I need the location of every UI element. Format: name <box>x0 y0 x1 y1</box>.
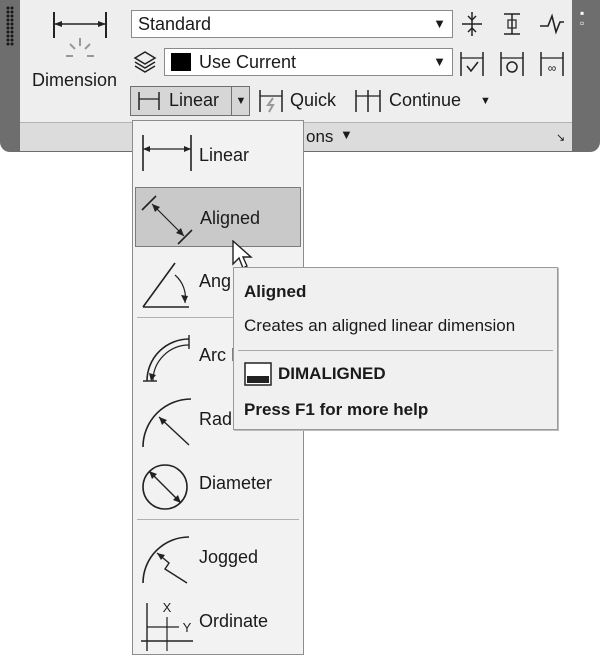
menu-item-aligned[interactable]: Aligned <box>135 187 301 247</box>
tooltip-title: Aligned <box>244 282 307 301</box>
menu-item-diameter[interactable]: Diameter <box>135 453 301 513</box>
adjust-space-icon[interactable] <box>458 10 486 38</box>
menu-item-label: Diameter <box>199 473 273 493</box>
angular-dim-icon <box>142 262 189 308</box>
svg-text:∞: ∞ <box>548 61 557 75</box>
menu-item-ordinate[interactable]: X Y Ordinate <box>135 591 301 651</box>
command-line-icon <box>244 362 272 386</box>
dim-style-value: Standard <box>138 14 212 34</box>
dimension-label: Dimension <box>32 70 118 90</box>
dimension-button[interactable]: Dimension <box>30 6 128 116</box>
chevron-down-icon: ▼ <box>340 127 353 142</box>
menu-item-angular[interactable]: Ang <box>135 251 301 311</box>
reassociate-icon[interactable]: ∞ <box>538 50 566 78</box>
menu-item-label: Arc L <box>199 345 242 365</box>
arc-length-dim-icon <box>143 335 190 382</box>
ordinate-dim-icon: X Y <box>141 600 193 651</box>
chevron-down-icon[interactable]: ▼ <box>231 87 250 115</box>
layer-color-swatch <box>171 53 191 71</box>
tooltip-command: DIMALIGNED <box>278 364 386 383</box>
layer-stack-icon[interactable] <box>132 48 158 74</box>
dropdown-arrow-icon[interactable]: ▼ <box>433 54 446 69</box>
layer-value: Use Current <box>199 52 297 72</box>
menu-item-label: Linear <box>199 145 250 165</box>
quick-label[interactable]: Quick <box>290 90 337 110</box>
dim-style-combo[interactable]: Standard ▼ <box>131 10 453 38</box>
dialog-launcher-icon[interactable]: ↘ <box>556 132 566 144</box>
menu-item-arc-length[interactable]: Arc L <box>135 325 301 385</box>
continue-dim-icon[interactable] <box>354 88 382 114</box>
panel-grip[interactable] <box>6 6 14 46</box>
tooltip-help: Press F1 for more help <box>244 400 429 419</box>
inspect-icon[interactable] <box>458 50 486 78</box>
menu-item-linear[interactable]: Linear <box>135 125 301 185</box>
menu-item-label: Ang <box>199 271 232 291</box>
diameter-dim-icon <box>142 464 188 510</box>
dimension-icon <box>53 12 107 57</box>
menu-item-label: Ordinate <box>199 611 269 631</box>
aligned-dim-icon <box>141 195 193 245</box>
linear-dim-icon <box>142 135 192 171</box>
panel-pin-icon[interactable]: ▪▫ <box>580 6 585 30</box>
quick-dim-icon[interactable] <box>258 88 284 114</box>
tooltip: Aligned Creates an aligned linear dimens… <box>233 267 558 430</box>
linear-dim-icon <box>138 92 160 110</box>
menu-item-label: Jogged <box>199 547 259 567</box>
menu-separator <box>137 519 299 520</box>
continue-label[interactable]: Continue <box>389 90 462 110</box>
menu-item-label: Aligned <box>200 208 261 228</box>
linear-button-label: Linear <box>169 90 220 110</box>
jogged-dim-icon <box>142 536 190 584</box>
layer-combo[interactable]: Use Current ▼ <box>164 48 453 76</box>
baseline-icon[interactable] <box>498 10 526 38</box>
menu-item-radius[interactable]: Radi <box>135 389 301 449</box>
menu-separator <box>137 317 299 318</box>
chevron-down-icon[interactable]: ▼ <box>480 95 491 107</box>
panel-title: ons <box>306 127 334 146</box>
tooltip-description: Creates an aligned linear dimension <box>244 316 516 335</box>
dropdown-arrow-icon[interactable]: ▼ <box>433 16 446 31</box>
svg-text:Y: Y <box>183 620 192 635</box>
menu-item-label: Radi <box>199 409 237 429</box>
break-icon[interactable] <box>538 10 566 38</box>
svg-text:X: X <box>163 600 172 615</box>
tooltip-divider <box>238 350 553 351</box>
update-icon[interactable] <box>498 50 526 78</box>
menu-item-jogged[interactable]: Jogged <box>135 527 301 587</box>
linear-split-button[interactable]: Linear ▼ <box>130 86 250 116</box>
radius-dim-icon <box>142 398 192 448</box>
